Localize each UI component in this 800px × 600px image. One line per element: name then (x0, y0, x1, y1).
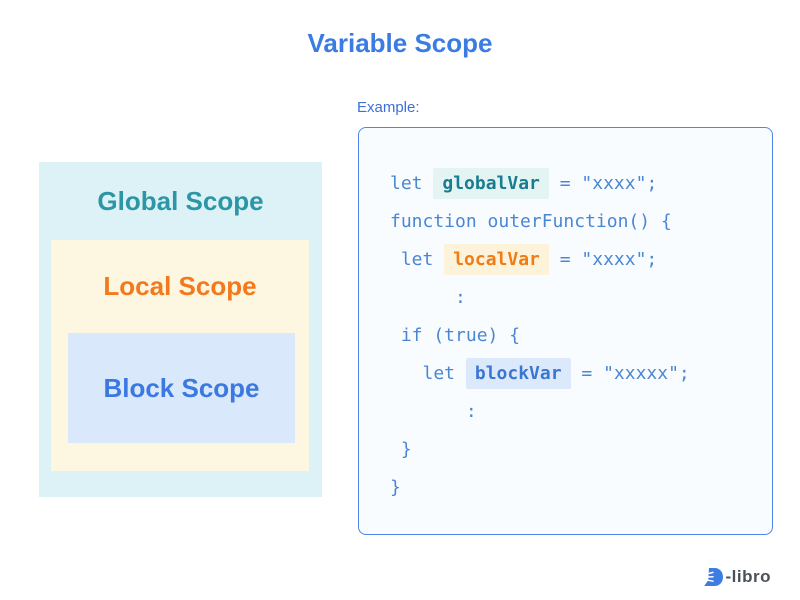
local-scope-box: Local Scope Block Scope (51, 240, 309, 471)
code-text: let (390, 363, 466, 384)
code-line: } (390, 469, 772, 507)
code-text: if (true) { (390, 325, 521, 346)
code-line: let localVar = "xxxx"; (390, 241, 772, 279)
code-text: = "xxxxx"; (570, 363, 690, 384)
code-line: if (true) { (390, 317, 772, 355)
code-example-box: let globalVar = "xxxx"; function outerFu… (358, 127, 773, 535)
block-var-highlight: blockVar (465, 358, 571, 389)
code-block: let globalVar = "xxxx"; function outerFu… (359, 128, 772, 507)
code-text: function outerFunction() { (390, 211, 672, 232)
local-var-highlight: localVar (444, 244, 549, 275)
global-scope-box: Global Scope Local Scope Block Scope (39, 162, 322, 497)
code-text: } (390, 477, 401, 498)
block-scope-label: Block Scope (103, 373, 260, 403)
code-text: } (390, 439, 412, 460)
code-text: : (390, 401, 477, 422)
d-libro-logo-icon (703, 568, 723, 586)
code-line: let blockVar = "xxxxx"; (390, 355, 772, 393)
brand-logo-text: -libro (725, 567, 771, 586)
local-scope-label: Local Scope (103, 271, 257, 301)
block-scope-box: Block Scope (68, 333, 295, 443)
global-scope-label: Global Scope (97, 186, 264, 216)
code-text: = "xxxx"; (548, 173, 658, 194)
global-var-highlight: globalVar (433, 168, 549, 199)
code-line: : (390, 279, 772, 317)
code-text: let (390, 173, 434, 194)
brand-logo: -libro (703, 567, 772, 587)
page-title: Variable Scope (307, 28, 493, 58)
code-line: : (390, 393, 772, 431)
code-text: let (390, 249, 445, 270)
code-line: function outerFunction() { (390, 203, 772, 241)
code-text: = "xxxx"; (548, 249, 658, 270)
code-line: let globalVar = "xxxx"; (390, 165, 772, 203)
code-line: } (390, 431, 772, 469)
code-text: : (390, 287, 466, 308)
example-label: Example: (357, 99, 420, 116)
